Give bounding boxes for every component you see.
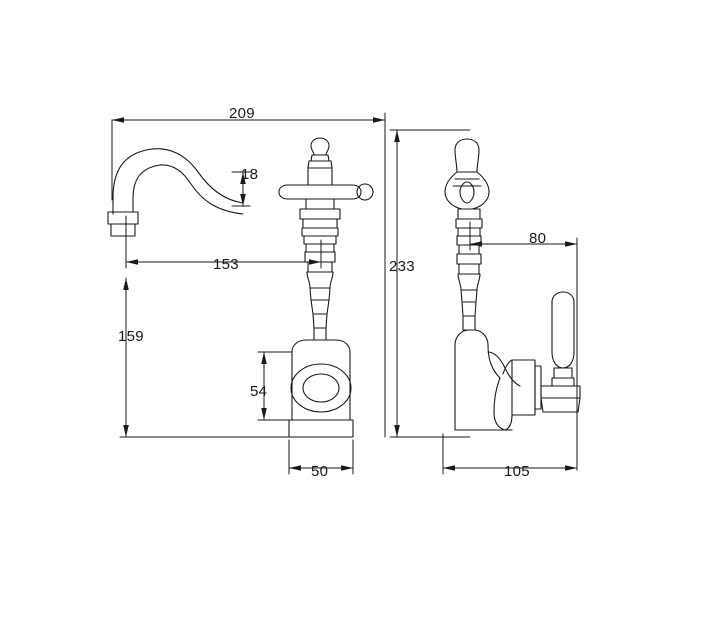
dimension-label-spout-height: 159 — [118, 328, 144, 345]
dimension-label-base-width: 50 — [311, 463, 329, 480]
dimension-label-spout-drop: 18 — [241, 166, 259, 183]
dimension-label-base-aerator-height: 54 — [250, 383, 268, 400]
dimension-label-overall-width: 209 — [229, 105, 255, 122]
dimension-label-base-depth: 105 — [504, 463, 530, 480]
dimension-label-handle-projection: 80 — [529, 230, 547, 247]
dimension-label-overall-height: 233 — [389, 258, 415, 275]
dimension-label-spout-reach: 153 — [213, 256, 239, 273]
front-view-geometry — [107, 137, 374, 438]
side-view-geometry — [444, 138, 581, 431]
dimension-lines — [111, 112, 578, 475]
